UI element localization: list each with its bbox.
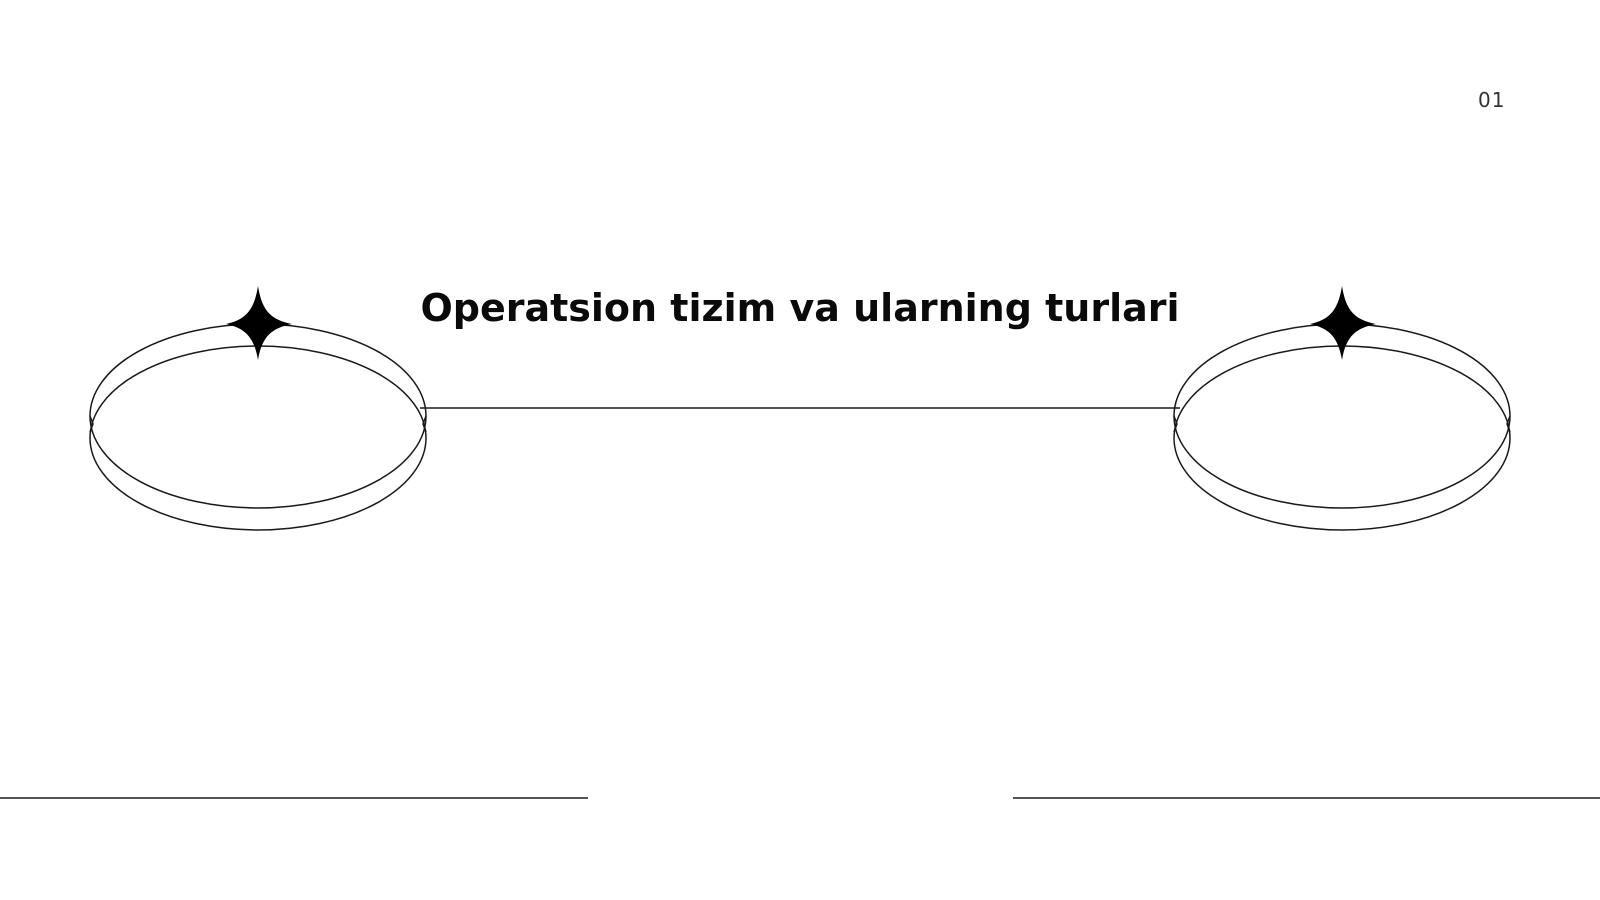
page-number: 01 — [1478, 88, 1506, 112]
right-sparkle-icon — [1310, 286, 1376, 360]
slide-title: Operatsion tizim va ularning turlari — [420, 286, 1180, 330]
left-sparkle-icon — [226, 286, 292, 360]
